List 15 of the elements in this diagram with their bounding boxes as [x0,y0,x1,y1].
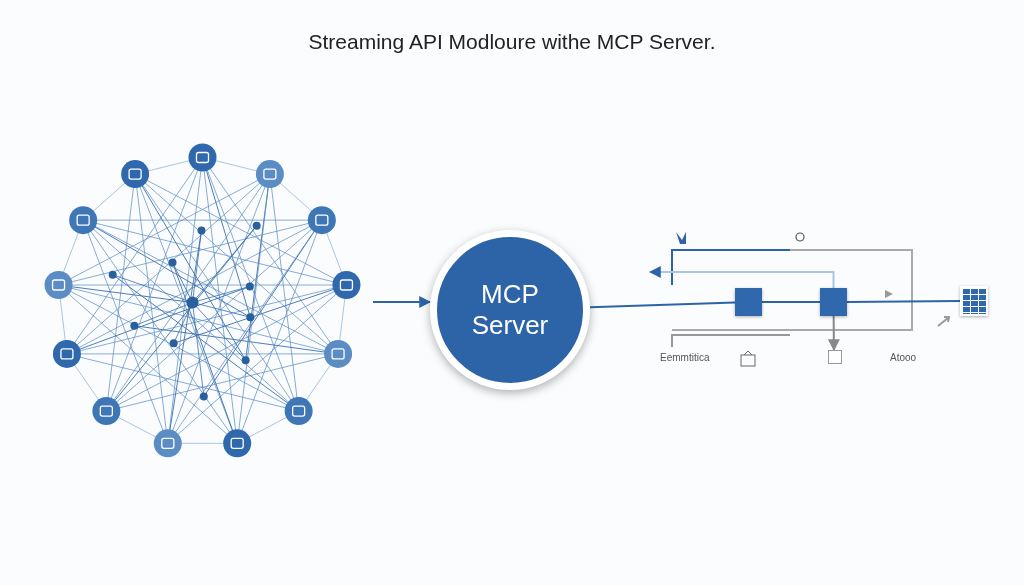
text-label: Eemmtitica [660,352,710,363]
node-text: MCP Server [470,278,550,342]
table-icon [960,286,988,316]
connector-line [761,301,821,303]
arrow [827,315,840,352]
process-box [735,288,762,316]
arrow [648,266,835,289]
text-label: Atooo [890,352,917,363]
process-box [820,288,847,316]
diagram-title: Streaming API Modloure withe MCP Server. [307,30,717,54]
network-drawing [44,143,361,458]
arrow [372,296,432,308]
connector-line [589,301,736,309]
connector-line [846,300,961,303]
output-icon [828,350,842,364]
